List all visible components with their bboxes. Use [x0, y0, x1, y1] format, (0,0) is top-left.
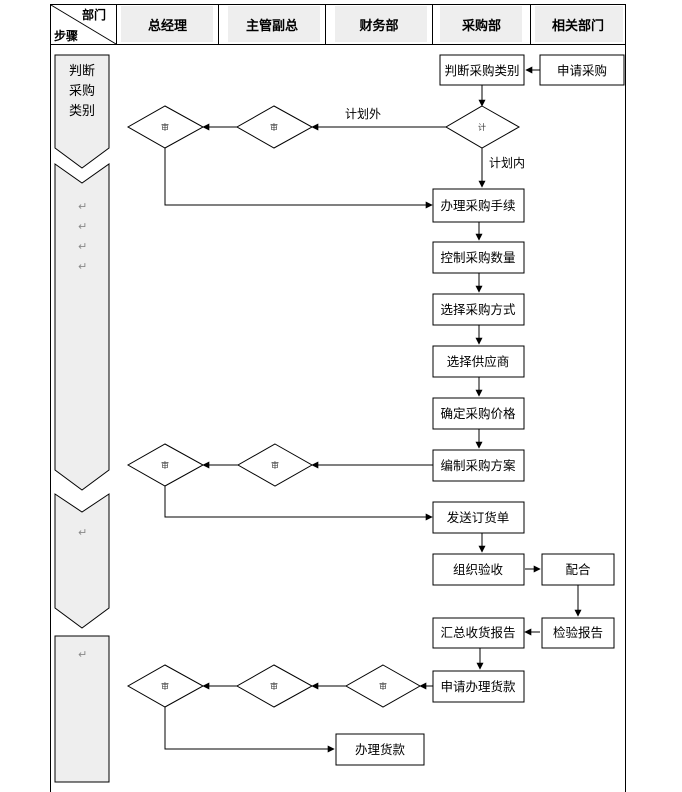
edge-gm-to-order	[164, 486, 433, 521]
step-4-mark: ↵	[78, 648, 88, 661]
step-3-mark: ↵	[78, 526, 88, 539]
node-select-method	[432, 293, 525, 326]
decision-category	[445, 105, 521, 149]
step-1-line-3: 类别	[68, 104, 95, 119]
node-organize-acceptance	[432, 553, 525, 586]
node-compile-plan-label: 编制采购方案	[440, 458, 516, 473]
node-judge-category	[439, 54, 525, 86]
header-finance: 财务部	[359, 18, 399, 34]
edge-gm-to-handle-payment	[164, 707, 335, 753]
grid-col-1	[116, 4, 117, 45]
decision-vp-2	[236, 443, 314, 487]
node-handle-payment-label: 办理货款	[355, 742, 406, 757]
node-cooperate-label: 配合	[565, 562, 591, 577]
step-1-label: 判断 采购 类别	[57, 62, 107, 122]
corner-step-label: 步骤	[54, 29, 79, 43]
decision-gm-3-mark: 审	[161, 681, 169, 691]
node-control-quantity	[432, 241, 525, 274]
node-apply-payment-label: 申请办理货款	[440, 679, 516, 694]
step-2-mark-3: ↵	[78, 240, 88, 253]
decision-category-mark: 计	[478, 122, 486, 132]
decision-vp-1	[235, 105, 314, 149]
node-control-quantity-label: 控制采购数量	[440, 250, 515, 265]
header-bg-related	[535, 6, 623, 42]
node-inspection-report-label: 检验报告	[553, 625, 603, 640]
grid-col-2	[218, 4, 219, 45]
header-general-manager: 总经理	[147, 18, 187, 34]
header-purchasing: 采购部	[461, 18, 501, 34]
node-apply-payment	[432, 670, 525, 703]
node-confirm-price	[432, 397, 525, 430]
decision-gm-2-mark: 审	[161, 460, 169, 470]
node-judge-category-label: 判断采购类别	[444, 63, 519, 78]
step-2-mark-2: ↵	[78, 220, 88, 233]
step-1-line-1: 判断	[68, 64, 95, 79]
node-handle-payment	[335, 733, 425, 766]
decision-finance	[344, 664, 422, 708]
grid-top	[50, 4, 625, 5]
decision-gm-1-mark: 审	[161, 122, 169, 132]
node-compile-plan	[432, 449, 525, 482]
grid-col-5	[530, 4, 531, 45]
node-summary-report-label: 汇总收货报告	[440, 625, 515, 640]
edge-label-in-plan: 计划内	[489, 156, 525, 170]
header-bg-purchasing	[440, 6, 522, 42]
node-cooperate	[541, 553, 615, 586]
header-vice-president: 主管副总	[245, 18, 298, 34]
decision-vp-1-mark: 审	[270, 122, 278, 132]
corner-diagonal	[50, 4, 117, 45]
step-shape-2	[54, 163, 110, 491]
edge-gm-to-procedure	[164, 148, 433, 209]
grid-col-3	[325, 4, 326, 45]
decision-vp-3-mark: 审	[270, 681, 278, 691]
node-send-order-label: 发送订货单	[447, 510, 510, 525]
step-shape-3	[54, 493, 110, 629]
step-2-mark-4: ↵	[78, 260, 88, 273]
grid-header-bottom	[50, 44, 625, 45]
grid-left	[50, 4, 51, 792]
decision-gm-1	[126, 105, 205, 149]
header-bg-general-manager	[121, 6, 213, 42]
edge-label-out-of-plan: 计划外	[345, 107, 381, 121]
node-select-method-label: 选择采购方式	[440, 302, 516, 317]
decision-vp-2-mark: 审	[271, 460, 279, 470]
node-send-order	[432, 501, 525, 534]
decision-gm-3	[126, 664, 205, 708]
grid-right	[625, 4, 626, 792]
node-handle-procedure-label: 办理采购手续	[440, 198, 515, 213]
step-2-mark-1: ↵	[78, 200, 88, 213]
node-select-supplier-label: 选择供应商	[447, 354, 510, 369]
node-organize-acceptance-label: 组织验收	[453, 562, 504, 577]
decision-finance-mark: 审	[379, 681, 387, 691]
header-related: 相关部门	[551, 18, 604, 34]
node-select-supplier	[432, 345, 525, 378]
node-handle-procedure	[432, 188, 525, 223]
corner-department-label: 部门	[82, 8, 107, 22]
node-apply-purchase-label: 申请采购	[557, 63, 607, 78]
node-inspection-report	[541, 617, 615, 649]
decision-vp-3	[235, 664, 314, 708]
node-confirm-price-label: 确定采购价格	[440, 406, 516, 421]
node-summary-report	[432, 617, 525, 649]
header-bg-finance	[335, 6, 427, 42]
grid-col-4	[432, 4, 433, 45]
node-apply-purchase	[539, 54, 625, 86]
step-shape-1	[54, 54, 110, 169]
step-1-line-2: 采购	[68, 84, 95, 99]
step-shape-4	[54, 635, 110, 783]
header-bg-vice-president	[228, 6, 320, 42]
decision-gm-2	[126, 443, 205, 487]
